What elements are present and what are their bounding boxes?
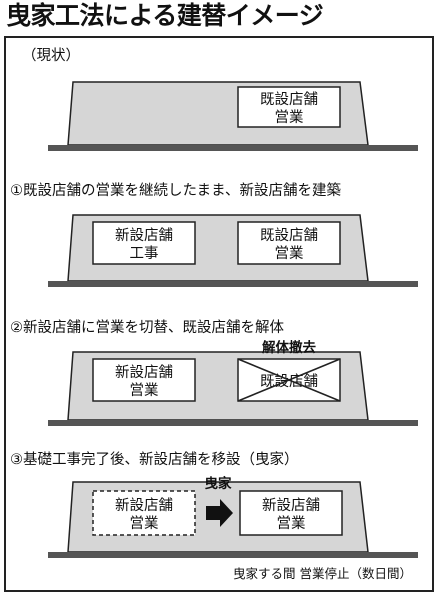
new-store-name: 新設店舗 bbox=[115, 227, 173, 244]
old-position-store-status: 営業 bbox=[130, 515, 159, 532]
existing-store-status: 営業 bbox=[275, 245, 304, 262]
existing-store-box-step1 bbox=[237, 221, 341, 265]
step3-label: ③基礎工事完了後、新設店舗を移設（曳家） bbox=[10, 451, 299, 468]
ground-step3 bbox=[48, 552, 418, 558]
step-current-label: （現状） bbox=[22, 47, 80, 64]
step2-label: ②新設店舗に営業を切替、既設店舗を解体 bbox=[10, 319, 284, 336]
old-position-store-name: 新設店舗 bbox=[115, 497, 173, 514]
ground-step2 bbox=[48, 420, 418, 426]
ground-step1 bbox=[48, 281, 418, 287]
existing-store-box-current bbox=[237, 86, 341, 128]
existing-store-status: 営業 bbox=[275, 109, 304, 126]
right-arrow-icon bbox=[206, 499, 233, 527]
existing-store-name: 既設店舗 bbox=[260, 91, 318, 108]
existing-store-name: 既設店舗 bbox=[260, 373, 318, 390]
new-store-status: 営業 bbox=[130, 382, 159, 399]
old-position-box-step3 bbox=[92, 490, 196, 536]
new-position-store-status: 営業 bbox=[277, 515, 306, 532]
existing-store-name: 既設店舗 bbox=[260, 227, 318, 244]
cross-mark-icon bbox=[237, 358, 341, 402]
new-store-box-step2 bbox=[92, 358, 196, 402]
move-label: 曳家 bbox=[205, 475, 232, 492]
diagram-title: 曳家工法による建替イメージ bbox=[6, 1, 324, 30]
new-store-status: 工事 bbox=[130, 245, 159, 262]
footnote: 曳家する間 営業停止（数日間） bbox=[233, 566, 412, 581]
new-position-store-name: 新設店舗 bbox=[262, 497, 320, 514]
step1-label: ①既設店舗の営業を継続したまま、新設店舗を建築 bbox=[10, 181, 341, 199]
new-position-box-step3 bbox=[239, 490, 343, 536]
ground-current bbox=[48, 145, 418, 151]
new-store-box-step1 bbox=[92, 221, 196, 265]
demolish-label: 解体撤去 bbox=[262, 339, 316, 356]
new-store-name: 新設店舗 bbox=[115, 364, 173, 381]
diagram-frame bbox=[4, 36, 434, 592]
